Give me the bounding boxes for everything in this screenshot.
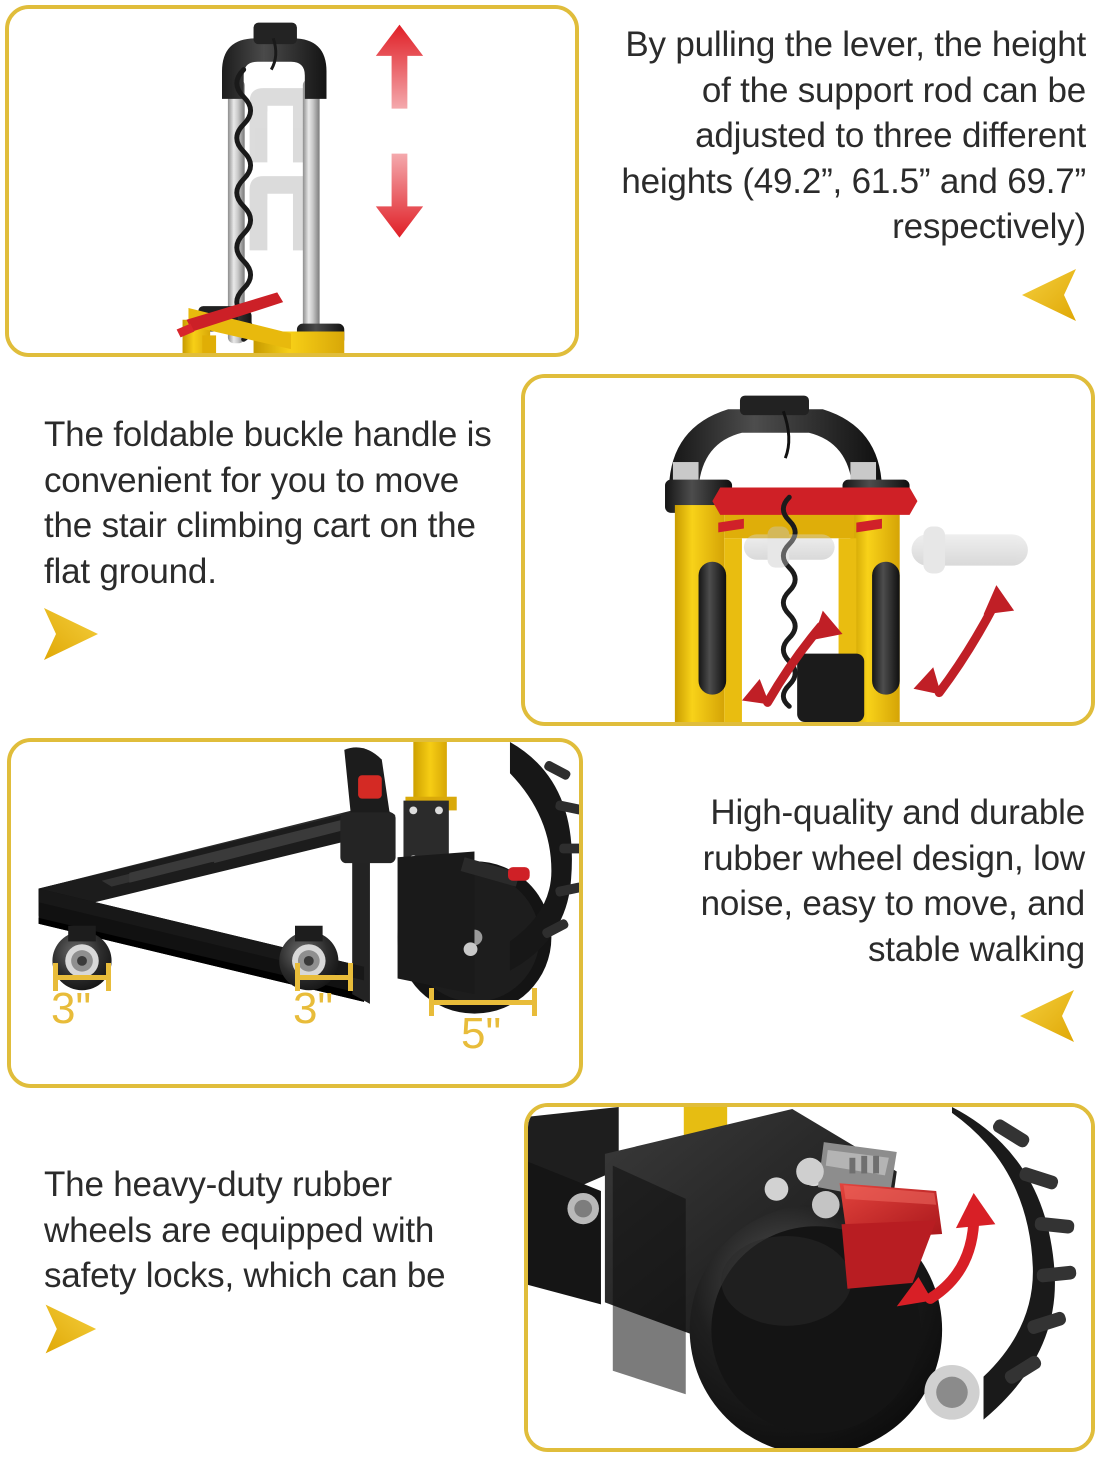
dimension-cap-start xyxy=(53,963,58,991)
dimension-callout-middle: 3" xyxy=(293,963,353,1041)
caption-height-adjust: By pulling the lever, the height of the … xyxy=(621,25,1086,246)
caption-safety-locks: The heavy-duty rubber wheels are equippe… xyxy=(44,1165,446,1295)
photo-height-adjust xyxy=(9,9,575,353)
photo-foldable-handle xyxy=(525,378,1091,722)
dimension-bar xyxy=(429,1000,537,1005)
chevron-left-icon-height-adjust xyxy=(1020,267,1082,323)
dimension-bar xyxy=(295,975,353,980)
chevron-left-icon-rubber-wheels xyxy=(1018,988,1080,1044)
dimension-label-right: 5" xyxy=(461,1009,502,1058)
photo-panel-safety-locks xyxy=(524,1103,1095,1452)
photo-panel-foldable-handle xyxy=(521,374,1095,726)
chevron-right-icon-foldable-handle xyxy=(38,606,100,662)
dimension-cap-start xyxy=(429,988,434,1016)
dimension-cap-end xyxy=(106,963,111,991)
dimension-cap-end xyxy=(348,963,353,991)
dimension-label-left: 3" xyxy=(51,984,92,1033)
dimension-bar xyxy=(53,975,111,980)
dimension-callout-right: 5" xyxy=(429,988,537,1066)
photo-panel-rubber-wheels: 3" 3" 5" xyxy=(7,738,583,1088)
chevron-right-icon-safety-locks xyxy=(40,1302,98,1356)
dimension-label-middle: 3" xyxy=(293,984,334,1033)
photo-panel-height-adjust xyxy=(5,5,579,357)
caption-foldable-handle: The foldable buckle handle is convenient… xyxy=(44,415,492,591)
dimension-cap-start xyxy=(295,963,300,991)
photo-safety-locks xyxy=(528,1107,1091,1448)
photo-rubber-wheels xyxy=(11,742,579,1084)
caption-rubber-wheels: High-quality and durable rubber wheel de… xyxy=(700,793,1086,969)
dimension-cap-end xyxy=(532,988,537,1016)
dimension-callout-left: 3" xyxy=(51,963,111,1041)
